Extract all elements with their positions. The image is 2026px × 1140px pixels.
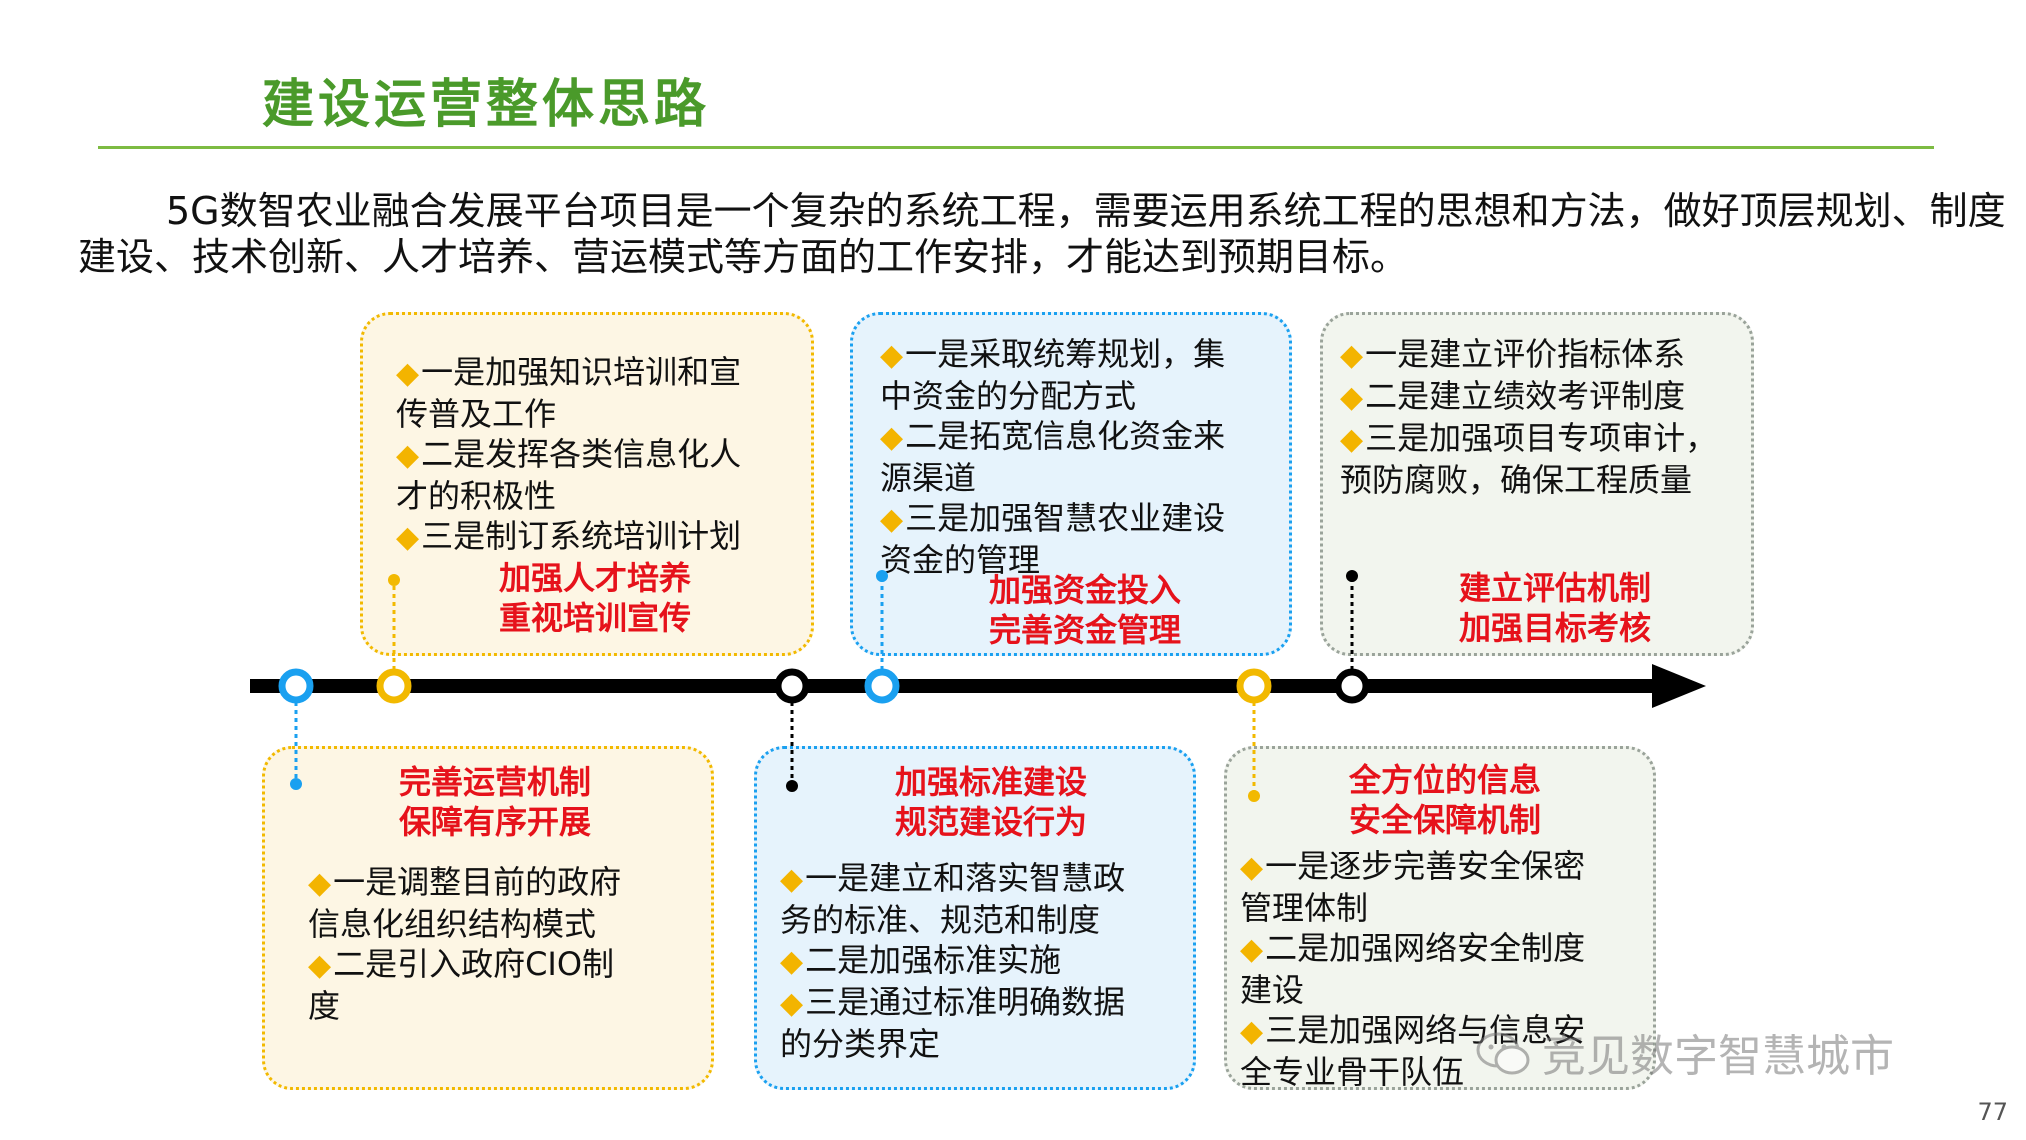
diamond-icon: ◆ xyxy=(396,520,420,555)
diamond-icon: ◆ xyxy=(308,866,332,901)
diamond-icon: ◆ xyxy=(396,356,420,391)
standard-item-3b: 的分类界定 xyxy=(780,1025,941,1063)
diamond-icon: ◆ xyxy=(396,438,420,473)
standard-item-2: ◆二是加强标准实施 xyxy=(780,941,1062,979)
anchor-dot-security xyxy=(1248,790,1260,802)
security-item-1b: 管理体制 xyxy=(1240,889,1369,927)
standard-box xyxy=(754,746,1196,1090)
timeline-node-1 xyxy=(278,668,314,704)
operation-item-2b: 度 xyxy=(308,987,341,1025)
talent-item-2: ◆二是发挥各类信息化人 xyxy=(396,435,742,473)
operation-item-1: ◆一是调整目前的政府 xyxy=(308,863,622,901)
funds-item-3: ◆三是加强智慧农业建设 xyxy=(880,499,1226,537)
diamond-icon: ◆ xyxy=(780,986,804,1021)
talent-item-3: ◆三是制订系统培训计划 xyxy=(396,517,742,555)
anchor-dot-operation xyxy=(290,778,302,790)
diamond-icon: ◆ xyxy=(1340,422,1364,457)
standard-item-1b: 务的标准、规范和制度 xyxy=(780,901,1101,939)
funds-box xyxy=(850,312,1292,656)
funds-item-3b: 资金的管理 xyxy=(880,541,1041,579)
talent-items: ◆一是加强知识培训和宣 传普及工作 ◆二是发挥各类信息化人 才的积极性 ◆三是制… xyxy=(396,352,741,558)
page-number: 77 xyxy=(1977,1098,2008,1126)
funds-item-1: ◆一是采取统筹规划，集 xyxy=(880,335,1226,373)
operation-item-2: ◆二是引入政府CIO制 xyxy=(308,945,615,983)
slide-title: 建设运营整体思路 xyxy=(262,75,711,135)
timeline-node-5 xyxy=(1236,668,1272,704)
funds-heading: 加强资金投入完善资金管理 xyxy=(988,571,1181,649)
diamond-icon: ◆ xyxy=(1240,1014,1264,1049)
intro-line-1: 5G数智农业融合发展平台项目是一个复杂的系统工程，需要运用系统工程的思想和方法，… xyxy=(166,189,2006,233)
standard-item-3: ◆三是通过标准明确数据 xyxy=(780,983,1126,1021)
diamond-icon: ◆ xyxy=(780,862,804,897)
diamond-icon: ◆ xyxy=(308,948,332,983)
security-items: ◆一是逐步完善安全保密 管理体制 ◆二是加强网络安全制度 建设 ◆三是加强网络与… xyxy=(1240,846,1585,1092)
watermark: 竞见数字智慧城市 xyxy=(1474,1020,1894,1089)
chat-bubble-icon xyxy=(1474,1030,1534,1089)
timeline-arrowhead xyxy=(1652,664,1706,708)
evaluation-item-3b: 预防腐败，确保工程质量 xyxy=(1340,461,1693,499)
standard-items: ◆一是建立和落实智慧政 务的标准、规范和制度 ◆二是加强标准实施 ◆三是通过标准… xyxy=(780,858,1125,1064)
funds-item-2: ◆二是拓宽信息化资金来 xyxy=(880,417,1226,455)
operation-items: ◆一是调整目前的政府 信息化组织结构模式 ◆二是引入政府CIO制 度 xyxy=(308,862,621,1026)
title-divider xyxy=(98,146,1934,149)
talent-box xyxy=(360,312,814,656)
anchor-dot-funds xyxy=(876,570,888,582)
evaluation-item-2: ◆二是建立绩效考评制度 xyxy=(1340,377,1686,415)
talent-item-1b: 传普及工作 xyxy=(396,395,557,433)
timeline-node-2 xyxy=(376,668,412,704)
standard-heading: 加强标准建设规范建设行为 xyxy=(894,763,1087,841)
timeline-node-4 xyxy=(864,668,900,704)
intro-line-2: 建设、技术创新、人才培养、营运模式等方面的工作安排，才能达到预期目标。 xyxy=(78,235,1409,279)
operation-heading: 完善运营机制保障有序开展 xyxy=(398,763,591,841)
talent-item-1: ◆一是加强知识培训和宣 xyxy=(396,353,742,391)
intro-paragraph: 5G数智农业融合发展平台项目是一个复杂的系统工程，需要运用系统工程的思想和方法，… xyxy=(78,188,2014,280)
funds-item-1b: 中资金的分配方式 xyxy=(880,377,1137,415)
standard-item-1: ◆一是建立和落实智慧政 xyxy=(780,859,1126,897)
evaluation-item-1: ◆一是建立评价指标体系 xyxy=(1340,335,1686,373)
security-item-2: ◆二是加强网络安全制度 xyxy=(1240,929,1586,967)
talent-heading: 加强人才培养重视培训宣传 xyxy=(498,559,691,637)
anchor-dot-standard xyxy=(786,780,798,792)
anchor-dot-talent xyxy=(388,574,400,586)
evaluation-item-3: ◆三是加强项目专项审计， xyxy=(1340,419,1718,457)
diamond-icon: ◆ xyxy=(780,944,804,979)
operation-item-1b: 信息化组织结构模式 xyxy=(308,905,597,943)
security-item-2b: 建设 xyxy=(1240,971,1305,1009)
security-item-1: ◆一是逐步完善安全保密 xyxy=(1240,847,1586,885)
evaluation-heading: 建立评估机制加强目标考核 xyxy=(1458,569,1651,647)
operation-box xyxy=(262,746,714,1090)
diamond-icon: ◆ xyxy=(880,338,904,373)
funds-items: ◆一是采取统筹规划，集 中资金的分配方式 ◆二是拓宽信息化资金来 源渠道 ◆三是… xyxy=(880,334,1225,580)
diamond-icon: ◆ xyxy=(1240,850,1264,885)
evaluation-box xyxy=(1320,312,1754,656)
diamond-icon: ◆ xyxy=(880,420,904,455)
diamond-icon: ◆ xyxy=(880,502,904,537)
diamond-icon: ◆ xyxy=(1240,932,1264,967)
security-item-3: ◆三是加强网络与信息安 xyxy=(1240,1011,1586,1049)
diamond-icon: ◆ xyxy=(1340,380,1364,415)
diamond-icon: ◆ xyxy=(1340,338,1364,373)
security-item-3b: 全专业骨干队伍 xyxy=(1240,1053,1465,1091)
talent-item-2b: 才的积极性 xyxy=(396,477,557,515)
anchor-dot-evaluation xyxy=(1346,570,1358,582)
security-heading: 全方位的信息安全保障机制 xyxy=(1348,761,1541,839)
funds-item-2b: 源渠道 xyxy=(880,459,977,497)
security-box xyxy=(1224,746,1656,1090)
watermark-text: 竞见数字智慧城市 xyxy=(1542,1031,1894,1082)
timeline-node-3 xyxy=(774,668,810,704)
evaluation-items: ◆一是建立评价指标体系 ◆二是建立绩效考评制度 ◆三是加强项目专项审计， 预防腐… xyxy=(1340,334,1717,500)
timeline-node-6 xyxy=(1334,668,1370,704)
